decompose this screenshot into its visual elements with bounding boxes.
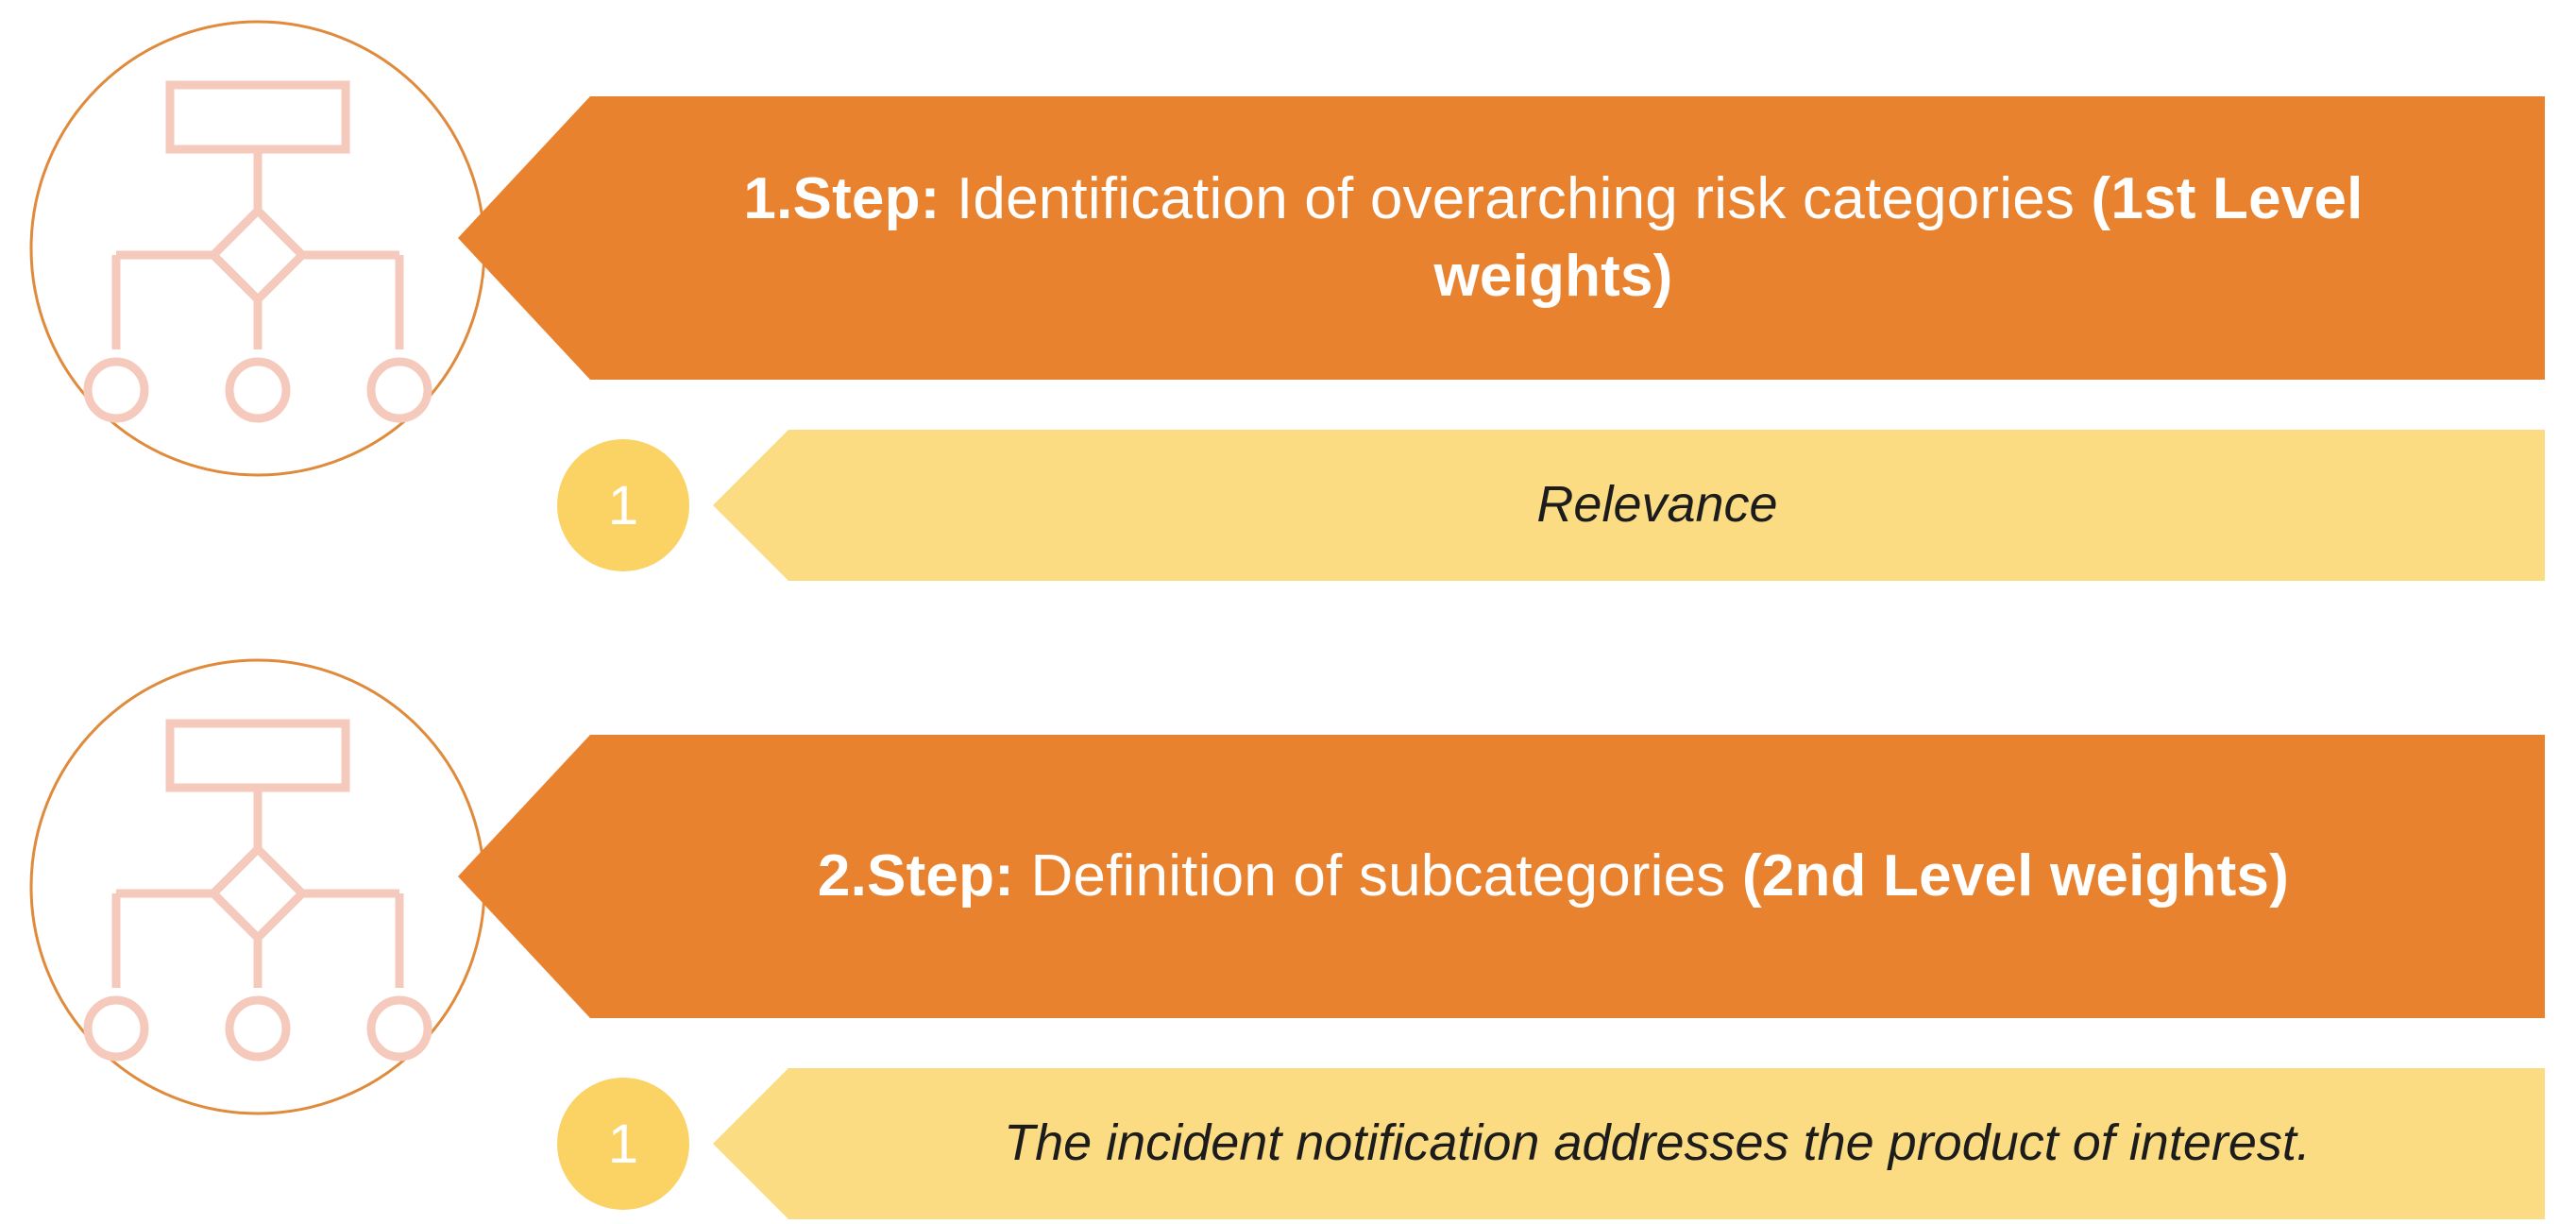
step-secondary-banner: The incident notification addresses the … xyxy=(713,1068,2545,1219)
step-description: Identification of overarching risk categ… xyxy=(940,166,2092,232)
status-badge: 1 xyxy=(557,1078,689,1210)
step-group-1: 1.Step: Identification of overarching ri… xyxy=(0,0,2576,586)
step-level-label: (1st Level weights) xyxy=(1433,166,2364,309)
step-primary-label: 2.Step: Definition of subcategories (2nd… xyxy=(818,838,2289,915)
step-level-label: (2nd Level weights) xyxy=(1741,843,2290,910)
step-primary-label: 1.Step: Identification of overarching ri… xyxy=(675,161,2432,315)
hierarchy-diagram-icon xyxy=(26,655,489,1118)
step-primary-banner: 2.Step: Definition of subcategories (2nd… xyxy=(458,735,2545,1018)
step-secondary-label: Relevance xyxy=(1536,476,1778,534)
step-group-2: 2.Step: Definition of subcategories (2nd… xyxy=(0,638,2576,1224)
step-secondary-banner: Relevance xyxy=(713,430,2545,581)
step-secondary-row: 1 Relevance xyxy=(557,430,2545,581)
step-description: Definition of subcategories xyxy=(1014,843,1742,910)
step-number-label: 2.Step: xyxy=(817,843,1015,910)
hierarchy-diagram-icon xyxy=(26,17,489,480)
step-secondary-row: 1 The incident notification addresses th… xyxy=(557,1068,2545,1219)
step-number-label: 1.Step: xyxy=(743,166,941,232)
step-secondary-label: The incident notification addresses the … xyxy=(1004,1114,2311,1172)
status-badge: 1 xyxy=(557,439,689,571)
step-primary-banner: 1.Step: Identification of overarching ri… xyxy=(458,96,2545,380)
